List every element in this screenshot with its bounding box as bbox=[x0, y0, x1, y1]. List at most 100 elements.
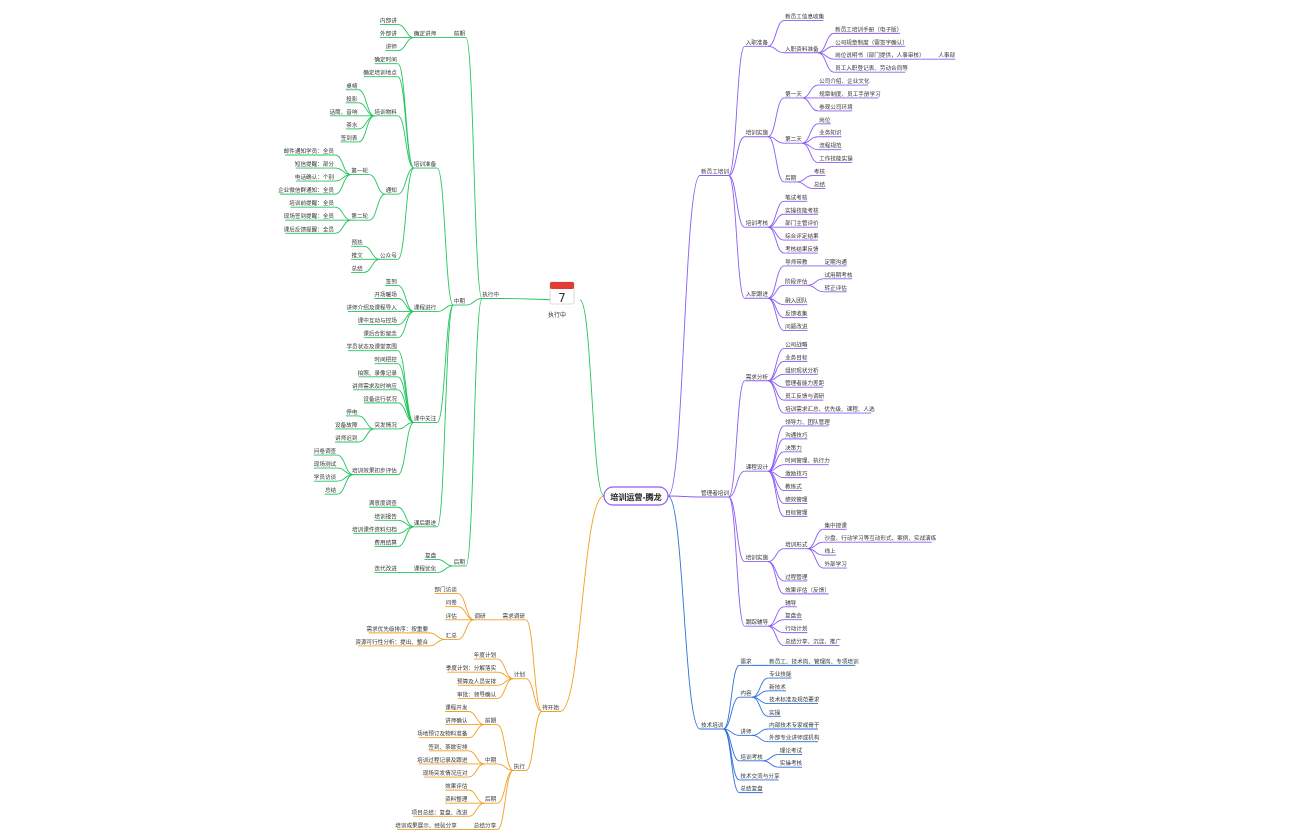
topic-b0-0-0-2[interactable]: 讲师 bbox=[386, 43, 398, 51]
topic-b3-1-5[interactable]: 教练式 bbox=[785, 483, 802, 491]
topic-b3-1-7[interactable]: 目标管理 bbox=[785, 508, 808, 516]
topic-b0-1-2-6-3[interactable]: 总结 bbox=[325, 486, 337, 494]
topic-b2-1-2-1[interactable]: 总结 bbox=[814, 180, 826, 188]
topic-b0-1-0-3[interactable]: 通知 bbox=[386, 186, 398, 194]
topic-b0-2[interactable]: 后期 bbox=[454, 558, 466, 566]
topic-b3-0-2[interactable]: 组织现状分析 bbox=[785, 366, 819, 374]
topic-b1-0-0-0[interactable]: 部门访谈 bbox=[434, 586, 457, 594]
topic-b2-1-0-1[interactable]: 规章制度、员工手册学习 bbox=[819, 90, 881, 98]
topic-b4-0[interactable]: 需求 bbox=[740, 657, 752, 665]
topic-b2-2-3[interactable]: 综合评定结果 bbox=[785, 232, 819, 240]
topic-b0-1-3-3[interactable]: 费用结算 bbox=[374, 538, 397, 546]
topic-b1-2-1-1[interactable]: 培训过程记录及跟进 bbox=[417, 756, 468, 764]
topic-b0-1-0-2[interactable]: 培训物料 bbox=[374, 108, 397, 116]
topic-b1-2-1-2[interactable]: 现场突发情况应对 bbox=[423, 769, 468, 777]
topic-b3-3-3[interactable]: 总结分享、沉淀、推广 bbox=[785, 638, 841, 646]
topic-b4-2-0[interactable]: 内部技术专家或骨干 bbox=[769, 721, 820, 729]
topic-b0-1-0-3-0-1[interactable]: 短信提醒：部分 bbox=[295, 160, 335, 168]
topic-b2-0-1-0[interactable]: 新员工培训手册（电子版） bbox=[835, 25, 902, 33]
topic-b2-3-2[interactable]: 融入团队 bbox=[785, 297, 808, 305]
topic-b1-2-0-0[interactable]: 课程开发 bbox=[445, 704, 468, 712]
topic-b3-1-0[interactable]: 领导力、团队管理 bbox=[785, 418, 830, 426]
topic-b4-5[interactable]: 总结复盘 bbox=[740, 785, 763, 793]
topic-b2-1-2-0[interactable]: 考核 bbox=[814, 168, 826, 176]
topic-b0-1-1[interactable]: 课程进行 bbox=[414, 304, 437, 312]
topic-b1-2[interactable]: 执行 bbox=[514, 762, 526, 770]
topic-b0-2-1[interactable]: 课程优化 bbox=[414, 564, 437, 572]
topic-b1-1-3[interactable]: 审批：领导确认 bbox=[457, 690, 497, 698]
topic-b0-1-1-0[interactable]: 签到 bbox=[386, 277, 398, 285]
topic-b1-0-0-2[interactable]: 评估 bbox=[446, 612, 458, 620]
topic-b4-1-1[interactable]: 新技术 bbox=[769, 683, 786, 691]
topic-b0-1-2-2[interactable]: 拍照、录像记录 bbox=[358, 369, 398, 377]
topic-b3-1-4[interactable]: 激励技巧 bbox=[785, 470, 808, 478]
topic-b1-2-2-2[interactable]: 项目总结：复盘、改进 bbox=[412, 808, 468, 816]
topic-b3-3-1[interactable]: 复盘会 bbox=[785, 612, 802, 620]
topic-b1-0-0[interactable]: 调研 bbox=[474, 612, 486, 620]
topic-b0-1-2[interactable]: 课中关注 bbox=[414, 414, 437, 422]
topic-b4-1-3[interactable]: 实操 bbox=[769, 708, 781, 716]
topic-b0-1-3[interactable]: 课后跟进 bbox=[414, 519, 437, 527]
topic-b0-1-1-2[interactable]: 讲师介绍及课程导入 bbox=[346, 304, 397, 312]
topic-b2-3-0-0[interactable]: 定期沟通 bbox=[824, 258, 847, 266]
topic-b0-1-0-2-4[interactable]: 签到表 bbox=[341, 134, 358, 142]
topic-b4-2[interactable]: 讲师 bbox=[740, 727, 752, 735]
topic-b0-0-0-0[interactable]: 内部讲 bbox=[380, 17, 397, 25]
topic-b0-0-0-1[interactable]: 外部讲 bbox=[380, 30, 397, 38]
topic-b3-0-3[interactable]: 管理者能力差距 bbox=[785, 379, 825, 387]
topic-b1-1[interactable]: 计划 bbox=[514, 671, 526, 679]
topic-b1-0[interactable]: 需求调研 bbox=[503, 612, 526, 620]
topic-b0-1-2-1[interactable]: 时间把控 bbox=[374, 356, 397, 364]
topic-b0-1-0-4[interactable]: 公众号 bbox=[380, 252, 397, 259]
topic-b0-1-2-6-1[interactable]: 现场测试 bbox=[314, 460, 337, 468]
topic-b3-1-2[interactable]: 决策力 bbox=[785, 444, 802, 452]
topic-b1-1-2[interactable]: 预算及人员安排 bbox=[457, 677, 497, 685]
topic-b2-3-1-1[interactable]: 转正评估 bbox=[824, 284, 847, 292]
topic-b3-0-0[interactable]: 公司战略 bbox=[785, 340, 808, 348]
topic-b1-2-2-0[interactable]: 效果评估 bbox=[445, 782, 468, 790]
topic-b0-1-1-1[interactable]: 开场暖场 bbox=[374, 291, 397, 299]
topic-b2-1-1-0[interactable]: 岗位 bbox=[819, 116, 831, 124]
topic-b0-1-0-3-0-2[interactable]: 电话确认：个别 bbox=[295, 173, 335, 181]
topic-b0-1-0-4-1[interactable]: 推文 bbox=[352, 251, 364, 259]
topic-b0-1-0-3-0-3[interactable]: 企业微信群通知：全员 bbox=[278, 186, 334, 194]
topic-b0-1-2-5-2[interactable]: 讲师迟到 bbox=[335, 434, 358, 442]
topic-b3-2-0-0[interactable]: 集中授课 bbox=[824, 521, 847, 529]
topic-b3-1-3[interactable]: 时间管理、执行力 bbox=[785, 457, 830, 465]
topic-b2-3-0[interactable]: 导师带教 bbox=[785, 258, 808, 266]
topic-b0-1-3-1[interactable]: 培训报告 bbox=[374, 512, 397, 520]
topic-b2-1-1[interactable]: 第二天 bbox=[785, 135, 802, 143]
topic-b0-1-2-4[interactable]: 设备运行状况 bbox=[363, 395, 397, 403]
topic-b2-1-1-1[interactable]: 业务知识 bbox=[819, 129, 842, 137]
topic-b2-2-0[interactable]: 笔试考核 bbox=[785, 193, 808, 201]
topic-b0-1-0-2-1[interactable]: 投影 bbox=[346, 95, 358, 103]
topic-b2-2-1[interactable]: 实操技能考核 bbox=[785, 206, 819, 214]
topic-b4-1[interactable]: 内容 bbox=[740, 689, 752, 697]
topic-b0-1-0-2-0[interactable]: 桌椅 bbox=[346, 82, 358, 90]
topic-b2-3-1[interactable]: 阶段评估 bbox=[785, 277, 808, 285]
root-topic[interactable]: 培训运营-腾龙 bbox=[603, 486, 669, 506]
topic-b3-0-4[interactable]: 员工反馈与调研 bbox=[785, 392, 825, 400]
topic-b4-4[interactable]: 技术交流与分享 bbox=[740, 772, 780, 780]
topic-b1-0-0-3-0[interactable]: 需求优先级排序：按重要 bbox=[367, 625, 429, 633]
topic-b2-1-2[interactable]: 后期 bbox=[785, 174, 797, 182]
topic-b0-1-0-0[interactable]: 确定时间 bbox=[374, 56, 397, 64]
topic-b0-1-2-6[interactable]: 培训效果初步评估 bbox=[352, 467, 397, 475]
topic-b2-3-4[interactable]: 问题改进 bbox=[785, 323, 808, 331]
topic-b0-1-0-3-1-2[interactable]: 课后反馈提醒：全员 bbox=[284, 225, 335, 233]
topic-b0[interactable]: 执行中 bbox=[482, 291, 499, 299]
topic-b2-1-1-3[interactable]: 工作技能实操 bbox=[819, 155, 853, 163]
topic-b0-1-3-2[interactable]: 培训课件资料归档 bbox=[352, 525, 397, 533]
topic-b3-3-2[interactable]: 行动计划 bbox=[785, 625, 808, 633]
topic-b0-1-0-3-1-0[interactable]: 培训前提醒：全员 bbox=[289, 199, 334, 207]
topic-b2-1[interactable]: 培训实施 bbox=[746, 129, 769, 137]
topic-b0-1-0-4-0[interactable]: 预热 bbox=[352, 238, 364, 246]
topic-b3-0-1[interactable]: 业务目标 bbox=[785, 353, 808, 361]
topic-b1-2-0-1[interactable]: 讲师确认 bbox=[445, 717, 468, 725]
topic-b3-0[interactable]: 需求分析 bbox=[746, 373, 769, 381]
topic-b0-1-0-4-2[interactable]: 总结 bbox=[352, 264, 364, 272]
topic-b0-1-1-4[interactable]: 课后合影留念 bbox=[363, 330, 397, 338]
topic-b1-0-0-1[interactable]: 问卷 bbox=[446, 599, 458, 607]
topic-b0-1-0[interactable]: 培训准备 bbox=[414, 160, 437, 168]
topic-b0-1-0-2-3[interactable]: 茶水 bbox=[346, 121, 358, 129]
